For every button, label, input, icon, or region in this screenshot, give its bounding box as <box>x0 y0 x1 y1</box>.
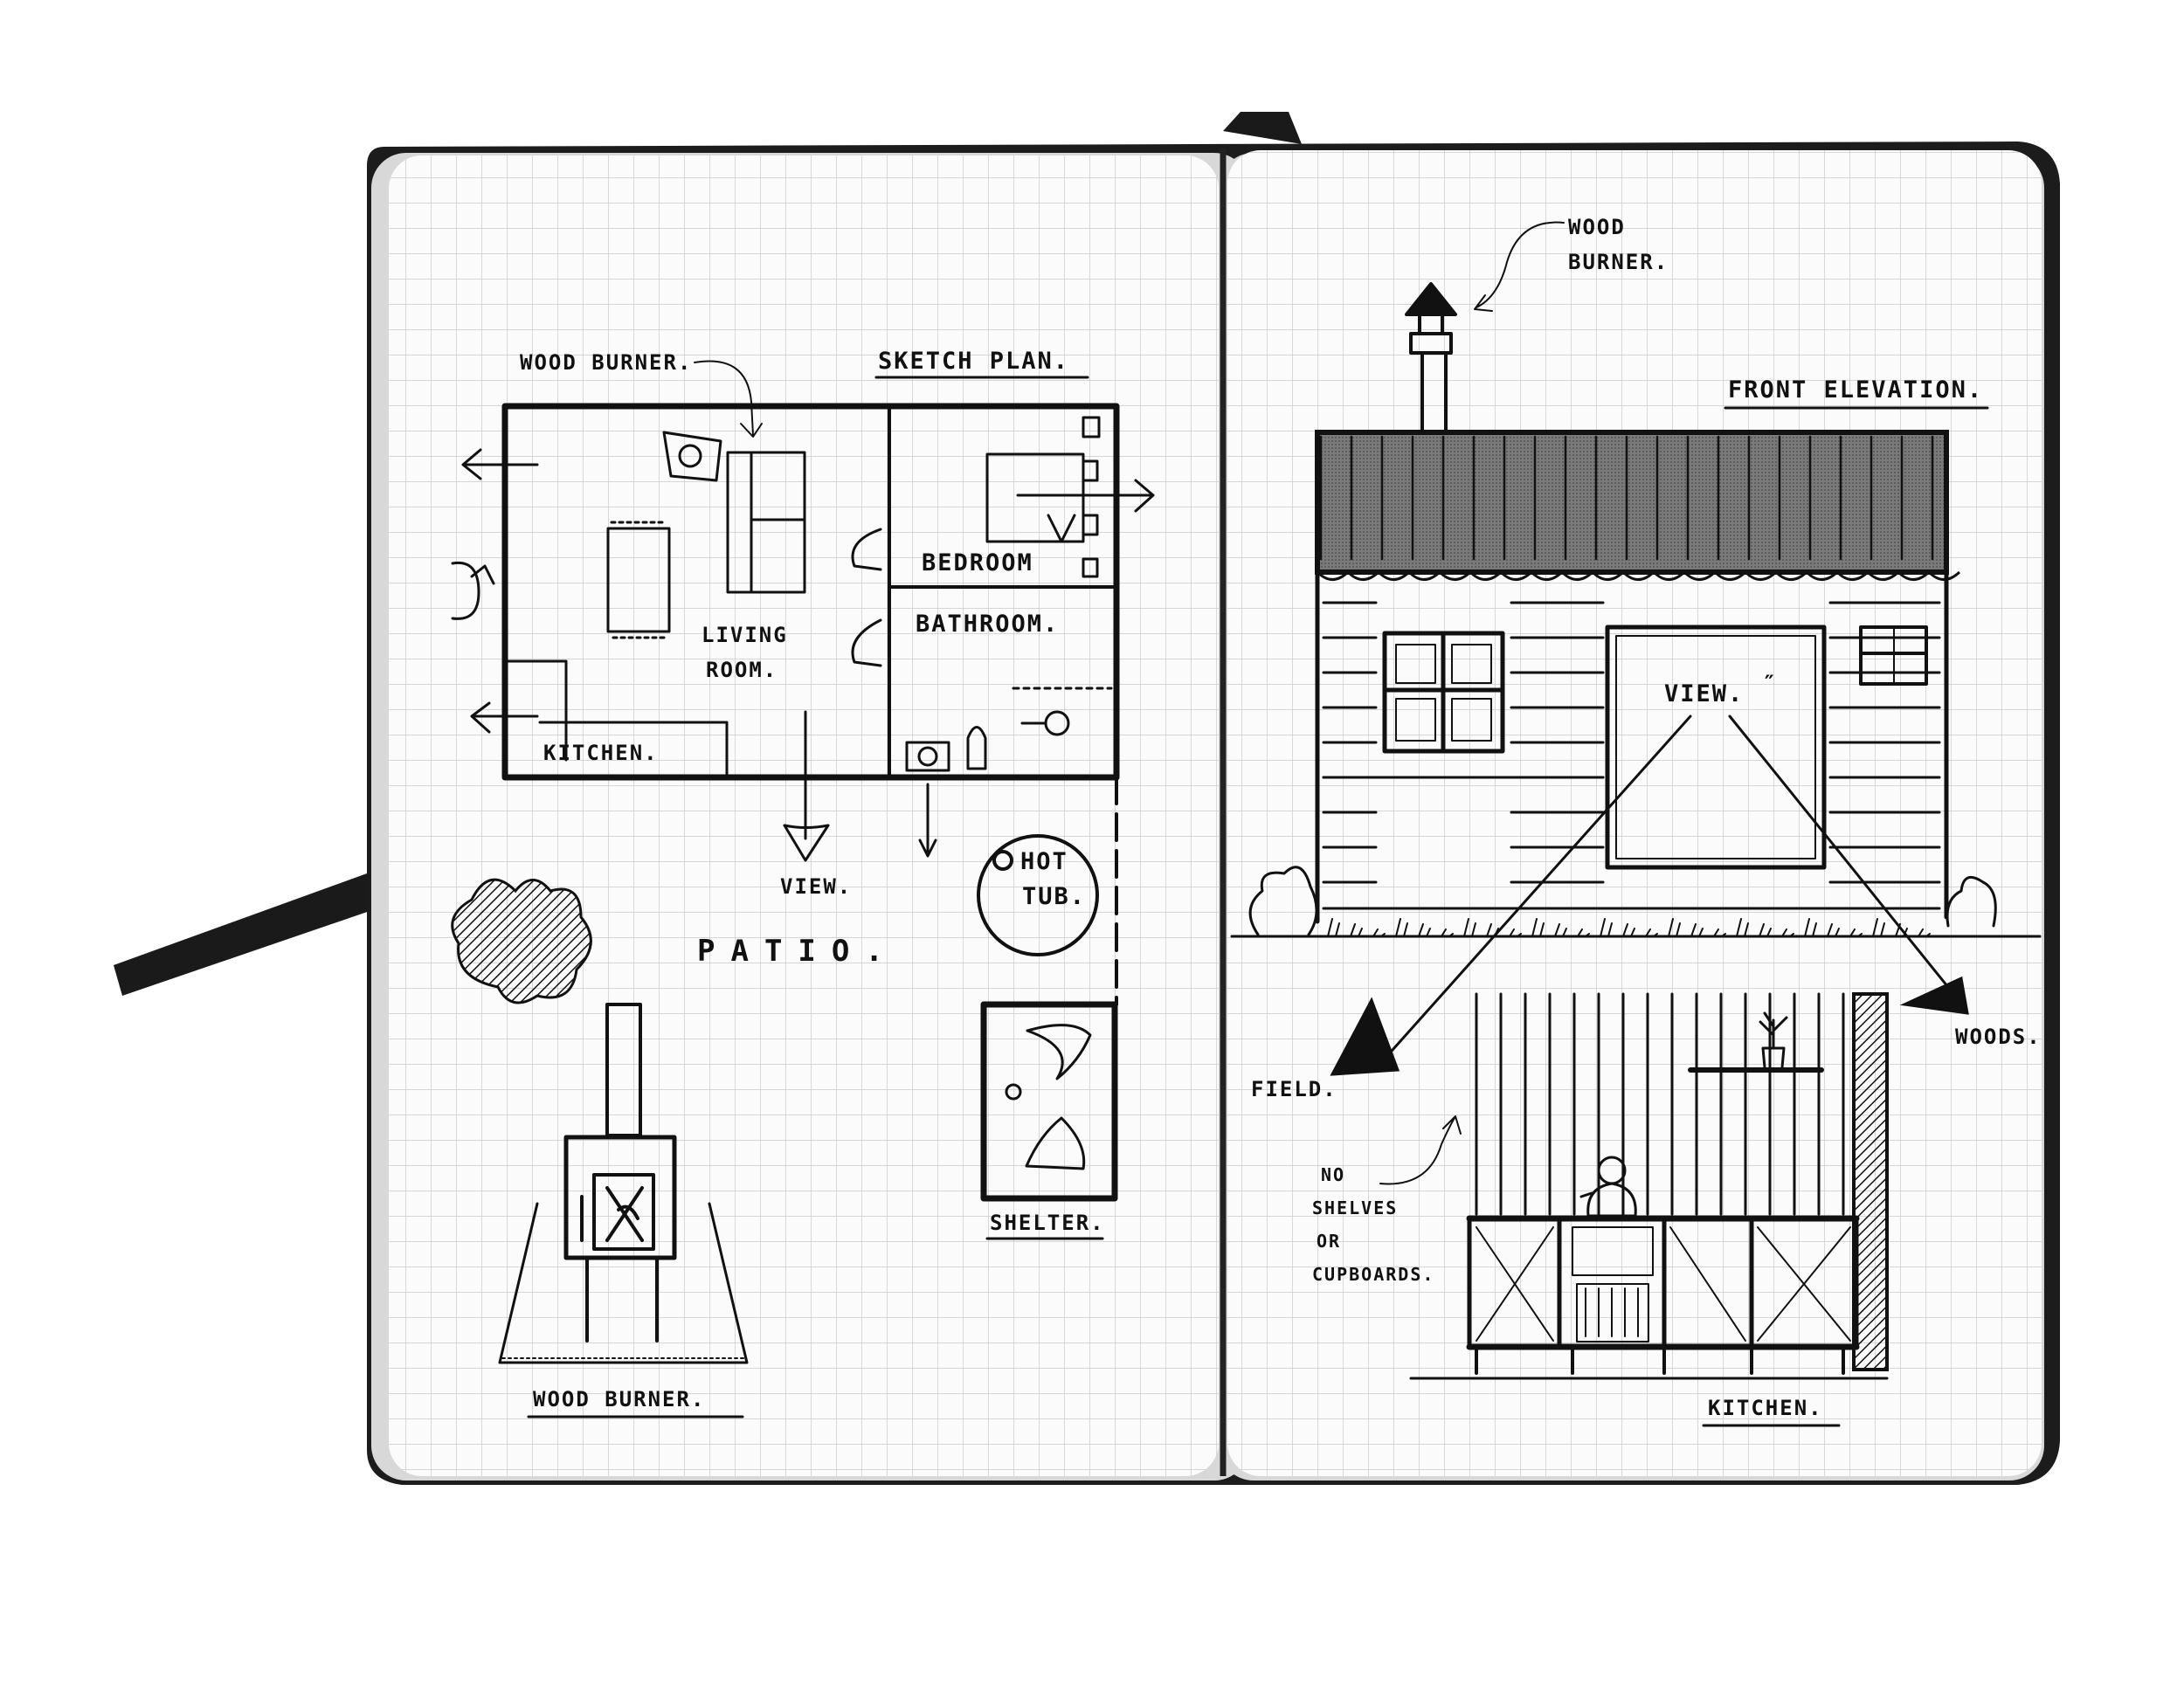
view-sightlines <box>1377 714 1967 1067</box>
cabin-walls <box>1315 569 1949 924</box>
or-label: OR <box>1317 1231 1341 1252</box>
no-label: NO <box>1321 1164 1345 1185</box>
living-room-label-1: LIVING <box>702 623 788 647</box>
cupboards-label: CUPBOARDS. <box>1312 1264 1434 1285</box>
wood-burner-note: WOOD BURNER. <box>520 350 692 375</box>
front-elevation-title: FRONT ELEVATION. <box>1728 376 1983 404</box>
window-right <box>1859 625 1928 686</box>
bathroom-label: BATHROOM. <box>916 611 1059 638</box>
cladding-boards <box>1322 601 1941 910</box>
right-underlines <box>1702 406 1989 1427</box>
tub-label: TUB. <box>1022 883 1086 910</box>
view-label-right: VIEW. <box>1664 680 1744 707</box>
hot-tub-seat <box>992 850 1013 871</box>
shelter-plan <box>980 1001 1118 1202</box>
wood-burner-leader <box>694 360 763 438</box>
view-window <box>1605 625 1827 870</box>
shelves-label: SHELVES <box>1312 1198 1398 1218</box>
view-label: VIEW. <box>780 874 852 899</box>
view-quote-mark: ″ <box>1763 671 1777 695</box>
roof <box>1315 430 1961 581</box>
field-arrow <box>1330 997 1400 1076</box>
ribbon-bookmark-top <box>1223 112 1302 144</box>
kitchen-label: KITCHEN. <box>543 741 659 765</box>
bedroom-label: BEDROOM <box>922 549 1033 576</box>
ribbon-bookmark-left <box>114 873 377 996</box>
side-shrubs <box>1248 866 1997 936</box>
hot-label: HOT <box>1020 848 1068 875</box>
bedroom-furniture <box>985 416 1101 578</box>
burner-label: BURNER. <box>1568 250 1669 274</box>
wood-label: WOOD <box>1568 215 1626 239</box>
ground-line <box>1230 918 2042 938</box>
chimney <box>1405 282 1457 434</box>
kitchen-elevation <box>1409 992 1889 1380</box>
hot-tub <box>977 834 1099 956</box>
window-left <box>1382 631 1505 754</box>
circulation-arrows <box>451 448 1155 862</box>
field-label: FIELD. <box>1251 1077 1337 1101</box>
left-underlines <box>527 376 1104 1418</box>
wood-burner-caption: WOOD BURNER. <box>533 1387 705 1411</box>
living-room-label-2: ROOM. <box>706 658 778 682</box>
woods-label: WOODS. <box>1955 1025 2042 1049</box>
door-swings <box>851 528 882 667</box>
patio-label: PATIO. <box>697 934 899 969</box>
wood-burner-drawing <box>498 1003 749 1364</box>
left-page-grid <box>389 155 1219 1476</box>
shelter-label: SHELTER. <box>990 1211 1105 1235</box>
wood-burner-leader-right <box>1474 221 1565 312</box>
woods-arrow <box>1899 976 1969 1015</box>
living-room-furniture <box>606 431 806 639</box>
shrub-symbol <box>451 878 592 1004</box>
sketch-plan-title: SKETCH PLAN. <box>878 348 1069 375</box>
bathroom-fixtures <box>905 687 1113 772</box>
no-shelves-leader <box>1379 1115 1462 1185</box>
kitchen-caption: KITCHEN. <box>1708 1396 1823 1420</box>
roof-scallop-edge <box>1316 569 1961 581</box>
